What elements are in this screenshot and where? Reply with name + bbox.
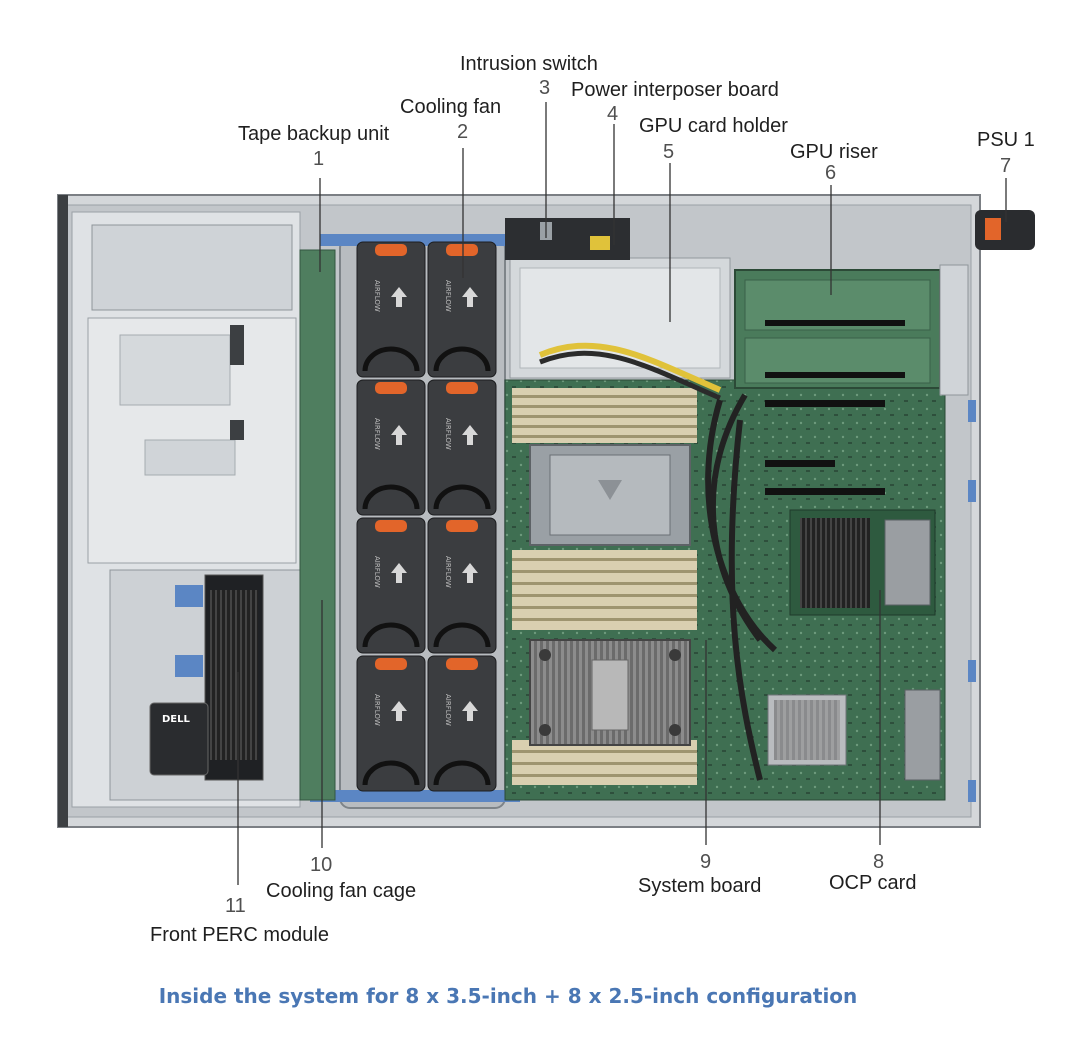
cooling-fan-3: AIRFLOW (356, 379, 426, 516)
gpu-card-holder (509, 257, 731, 401)
cables (705, 393, 778, 781)
callout-number-2: 2 (457, 121, 469, 143)
fan-airflow-label: AIRFLOW (444, 694, 452, 726)
dimm-slots-middle (512, 550, 697, 630)
callout-leader-lines (237, 102, 1007, 885)
blue-tabs-right (968, 400, 976, 802)
callout-label-system-board: System board (638, 875, 762, 897)
cpu-heatsink (529, 639, 691, 746)
callout-number-7: 7 (1000, 155, 1012, 177)
fan-airflow-label: AIRFLOW (373, 280, 381, 312)
callout-number-9: 9 (700, 851, 712, 873)
psu-1 (975, 210, 1035, 250)
system-board (504, 379, 946, 801)
callout-number-8: 8 (873, 851, 885, 873)
callout-label-power-interposer-board: Power interposer board (571, 79, 779, 101)
cooling-fan-5: AIRFLOW (356, 517, 426, 654)
callout-label-intrusion-switch: Intrusion switch (460, 53, 598, 75)
pcie-slots (765, 400, 885, 495)
callout-label-gpu-riser: GPU riser (790, 141, 878, 163)
callout-label-psu-1: PSU 1 (977, 129, 1035, 151)
callout-number-5: 5 (663, 141, 675, 163)
callout-number-3: 3 (539, 77, 551, 99)
callout-number-10: 10 (310, 854, 333, 876)
callout-number-4: 4 (607, 103, 619, 125)
fan-airflow-label: AIRFLOW (373, 694, 381, 726)
callout-label-cooling-fan-cage: Cooling fan cage (266, 880, 417, 902)
figure-caption: Inside the system for 8 x 3.5-inch + 8 x… (158, 984, 858, 1008)
callout-label-cooling-fan: Cooling fan (400, 96, 502, 118)
cooling-fans: AIRFLOW AIRFLOW AIRFLOW AIRFLOW AIRFLOW AIRFL… (356, 241, 497, 792)
perc-card-brand: DELL (162, 714, 191, 725)
fan-airflow-label: AIRFLOW (444, 556, 452, 588)
fan-airflow-label: AIRFLOW (444, 280, 452, 312)
callout-label-front-perc-module: Front PERC module (150, 924, 329, 946)
callout-number-6: 6 (825, 162, 837, 184)
gpu-riser (734, 264, 969, 396)
cooling-fan-4: AIRFLOW (427, 379, 497, 516)
cooling-fan-7: AIRFLOW (356, 655, 426, 792)
dimm-slots-lower (512, 740, 697, 785)
cooling-fan-6: AIRFLOW (427, 517, 497, 654)
front-perc-module: DELL (149, 574, 264, 781)
chipset-heatsink (767, 694, 847, 766)
cooling-fan-1: AIRFLOW (356, 241, 426, 378)
ocp-card (789, 509, 941, 781)
cooling-fan-8: AIRFLOW (427, 655, 497, 792)
callout-number-1: 1 (313, 148, 325, 170)
callout-label-tape-backup-unit: Tape backup unit (238, 123, 390, 145)
callout-number-11: 11 (225, 895, 246, 917)
fan-airflow-label: AIRFLOW (444, 418, 452, 450)
power-interposer-area (505, 218, 630, 260)
fan-airflow-label: AIRFLOW (373, 556, 381, 588)
dimm-slots-upper (512, 388, 697, 443)
callout-label-gpu-card-holder: GPU card holder (639, 115, 788, 137)
cooling-fan-2: AIRFLOW (427, 241, 497, 378)
cpu-socket-cover (529, 444, 691, 546)
fan-airflow-label: AIRFLOW (373, 418, 381, 450)
callout-label-ocp-card: OCP card (829, 872, 917, 894)
